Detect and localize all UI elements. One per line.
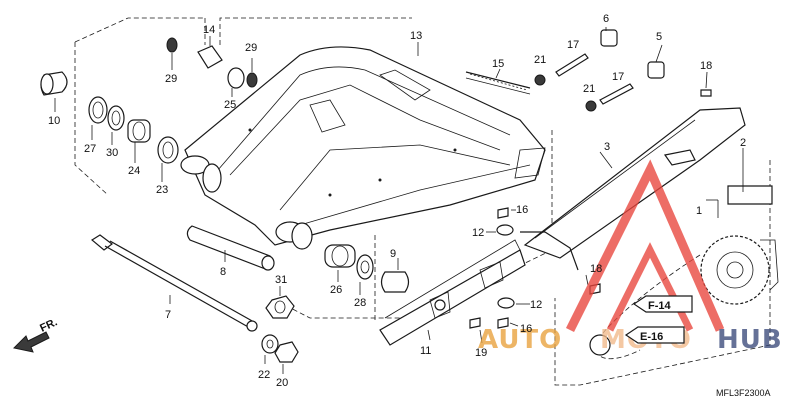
callout-1: 1	[696, 205, 702, 217]
drive-chain	[589, 185, 779, 359]
callout-25: 25	[224, 99, 236, 111]
callout-18-top: 18	[700, 60, 712, 72]
watermark-right-text: HUB	[717, 325, 783, 355]
diagram-code: MFL3F2300A	[716, 388, 771, 398]
leader-lines	[54, 27, 744, 374]
callout-8: 8	[220, 266, 226, 278]
callout-29-left: 29	[165, 73, 177, 85]
watermark-logo: AUTO MOTO HUB	[478, 159, 783, 355]
callout-14: 14	[203, 24, 215, 36]
callout-12-bottom: 12	[530, 299, 542, 311]
left-bearing-stack	[40, 71, 179, 164]
callout-6: 6	[603, 13, 609, 25]
reference-arrow-f14: F-14	[632, 295, 693, 313]
callout-27: 27	[84, 143, 96, 155]
left-group-outline	[74, 17, 205, 43]
callout-28: 28	[354, 297, 366, 309]
callout-12-top: 12	[472, 227, 484, 239]
callout-3: 3	[604, 141, 610, 153]
callout-17-top: 17	[567, 39, 579, 51]
callout-17-bottom: 17	[612, 71, 624, 83]
left-group-outline-lower	[74, 42, 109, 196]
chain-case	[523, 107, 746, 259]
pivot-collar	[186, 225, 275, 271]
rear-bolts	[465, 29, 712, 329]
reference-arrow-e16: E-16	[624, 326, 685, 344]
callout-21-top: 21	[534, 54, 546, 66]
callout-19: 19	[475, 347, 487, 359]
callout-26: 26	[330, 284, 342, 296]
chain-slider	[379, 239, 526, 346]
watermark-left-text: AUTO	[478, 325, 562, 355]
callout-16-bottom: 16	[520, 323, 532, 335]
callout-9: 9	[390, 248, 396, 260]
pivot-bolt	[90, 234, 258, 332]
pivot-nuts	[261, 295, 299, 363]
callout-23: 23	[156, 184, 168, 196]
front-direction-arrow: FR.	[12, 316, 59, 353]
callout-15: 15	[492, 58, 504, 70]
callout-30: 30	[106, 147, 118, 159]
callout-16-top: 16	[516, 204, 528, 216]
callout-5: 5	[656, 31, 662, 43]
callout-2: 2	[740, 137, 746, 149]
svg-text:E-16: E-16	[640, 331, 663, 343]
callout-29-top: 29	[245, 42, 257, 54]
drive-sprocket	[700, 235, 770, 305]
callout-24: 24	[128, 165, 140, 177]
callout-10: 10	[48, 115, 60, 127]
svg-text:F-14: F-14	[648, 300, 672, 312]
callout-21-bottom: 21	[583, 83, 595, 95]
callout-18-bottom: 18	[590, 263, 602, 275]
chain-bracket	[520, 231, 579, 271]
callout-7: 7	[165, 309, 171, 321]
right-bearings	[324, 244, 410, 293]
swingarm	[180, 46, 546, 250]
callout-22: 22	[258, 369, 270, 381]
top-group-outline	[219, 17, 412, 45]
callout-11: 11	[420, 345, 431, 357]
svg-text:FR.: FR.	[38, 316, 59, 334]
callout-13: 13	[410, 30, 422, 42]
chain-group-outline	[554, 160, 771, 386]
top-small-parts	[166, 37, 258, 89]
callout-31: 31	[275, 274, 287, 286]
callout-labels: 6 5 14 13 29 29 15 17 17 21 21 18 25 10 …	[48, 13, 746, 389]
callout-20: 20	[276, 377, 288, 389]
